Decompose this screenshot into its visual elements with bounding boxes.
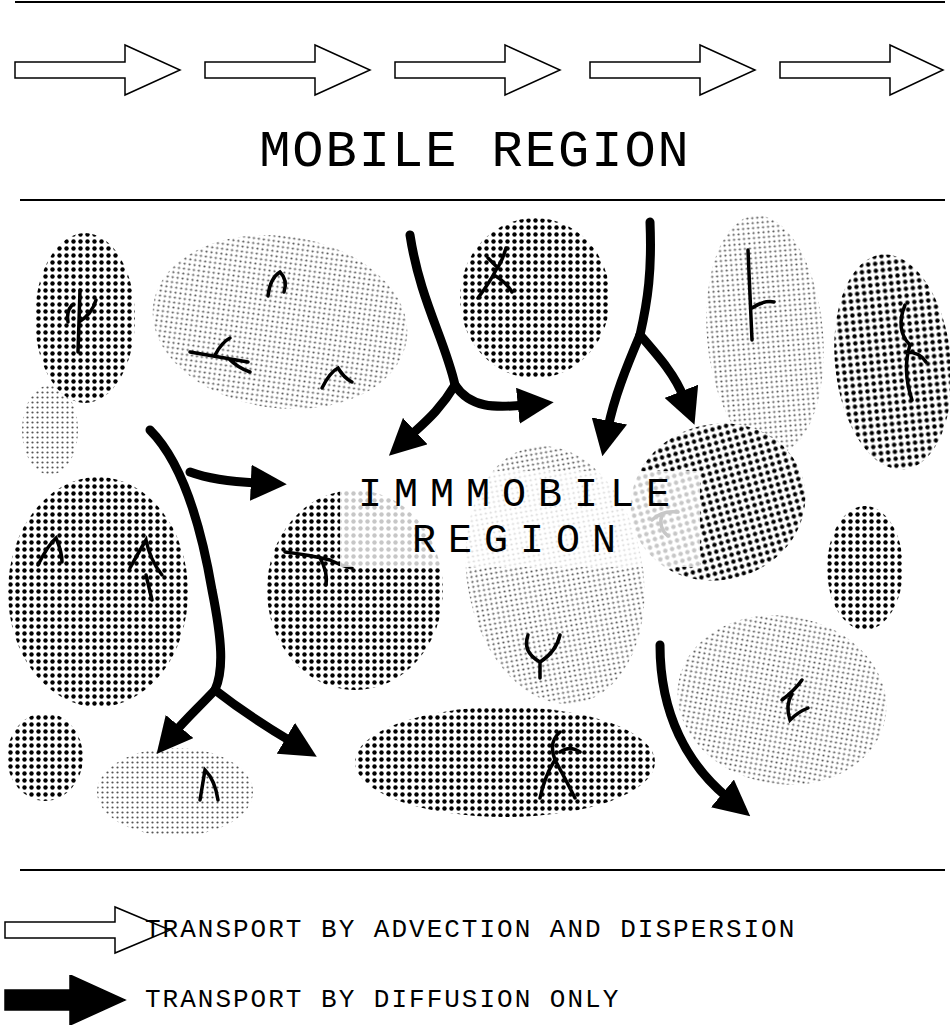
advection-arrows	[15, 45, 943, 95]
diffusion-arrows	[150, 222, 728, 798]
legend-entry: TRANSPORT BY ADVECTION AND DISPERSION	[0, 905, 950, 955]
legend-label: TRANSPORT BY DIFFUSION ONLY	[145, 975, 620, 1025]
mobile-region-band: MOBILE REGION	[0, 3, 950, 199]
dark-aggregates	[7, 218, 950, 817]
legend-entry: TRANSPORT BY DIFFUSION ONLY	[0, 975, 950, 1025]
band-line	[20, 199, 945, 201]
region-label: MOBILE REGION	[253, 121, 697, 185]
legend-label: TRANSPORT BY ADVECTION AND DISPERSION	[145, 905, 796, 955]
immobile-region-band: IMMMOBILE REGION	[0, 201, 950, 869]
band-line	[15, 1, 945, 3]
band-line	[20, 869, 945, 871]
region-label: IMMMOBILE REGION	[340, 471, 700, 567]
intra-aggregate-pores	[38, 248, 926, 800]
